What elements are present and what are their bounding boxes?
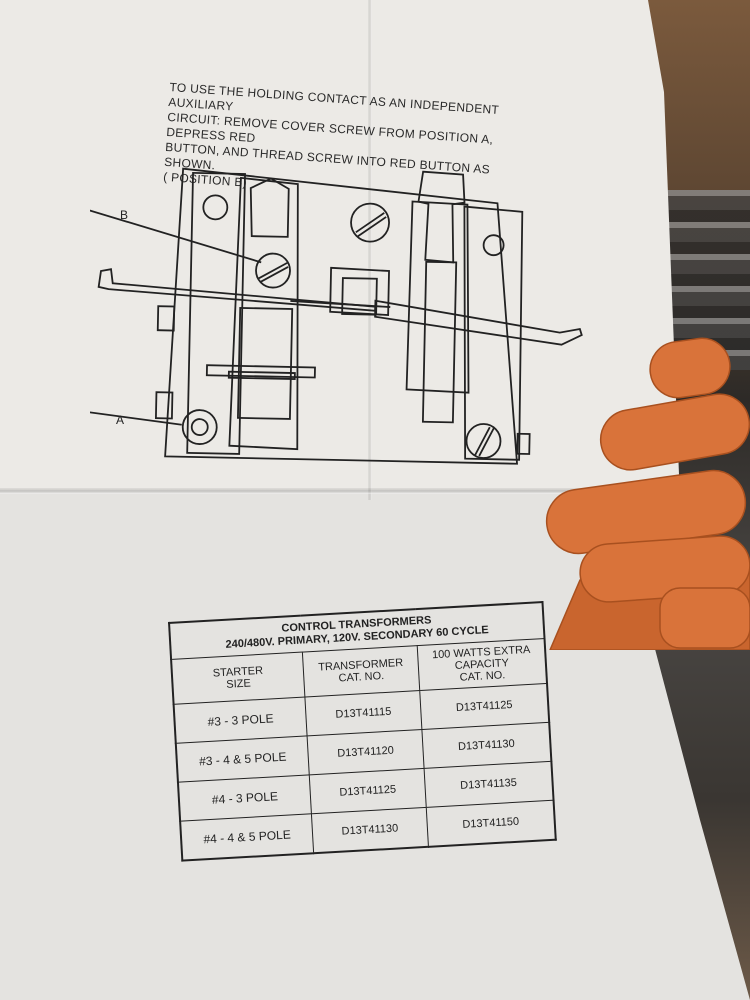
transformer-cat-cell: D13T41115 <box>304 690 422 736</box>
control-transformers-table-wrap: CONTROL TRANSFORMERS 240/480V. PRIMARY, … <box>168 601 557 862</box>
column-header-transformer-cat: TRANSFORMER CAT. NO. <box>302 645 420 697</box>
paper-upper-panel <box>0 0 680 500</box>
column-header-starter-size: STARTER SIZE <box>171 652 305 705</box>
position-a-label: A <box>116 413 125 427</box>
extra-capacity-cat-cell: D13T41150 <box>426 800 556 847</box>
orange-gloved-hand <box>545 337 750 650</box>
column-header-extra-capacity-cat: 100 WATTS EXTRA CAPACITY CAT. NO. <box>417 638 548 691</box>
contactor-diagram <box>90 167 583 465</box>
paper-fold-horizontal <box>0 488 650 494</box>
control-transformers-table: CONTROL TRANSFORMERS 240/480V. PRIMARY, … <box>168 601 557 862</box>
transformer-cat-cell: D13T41130 <box>311 807 429 854</box>
transformer-cat-cell: D13T41125 <box>309 768 427 814</box>
paper-fold-vertical <box>368 0 372 500</box>
transformer-cat-cell: D13T41120 <box>307 729 425 775</box>
starter-size-cell: #4 - 4 & 5 POLE <box>180 813 314 861</box>
position-b-label: B <box>120 208 129 222</box>
